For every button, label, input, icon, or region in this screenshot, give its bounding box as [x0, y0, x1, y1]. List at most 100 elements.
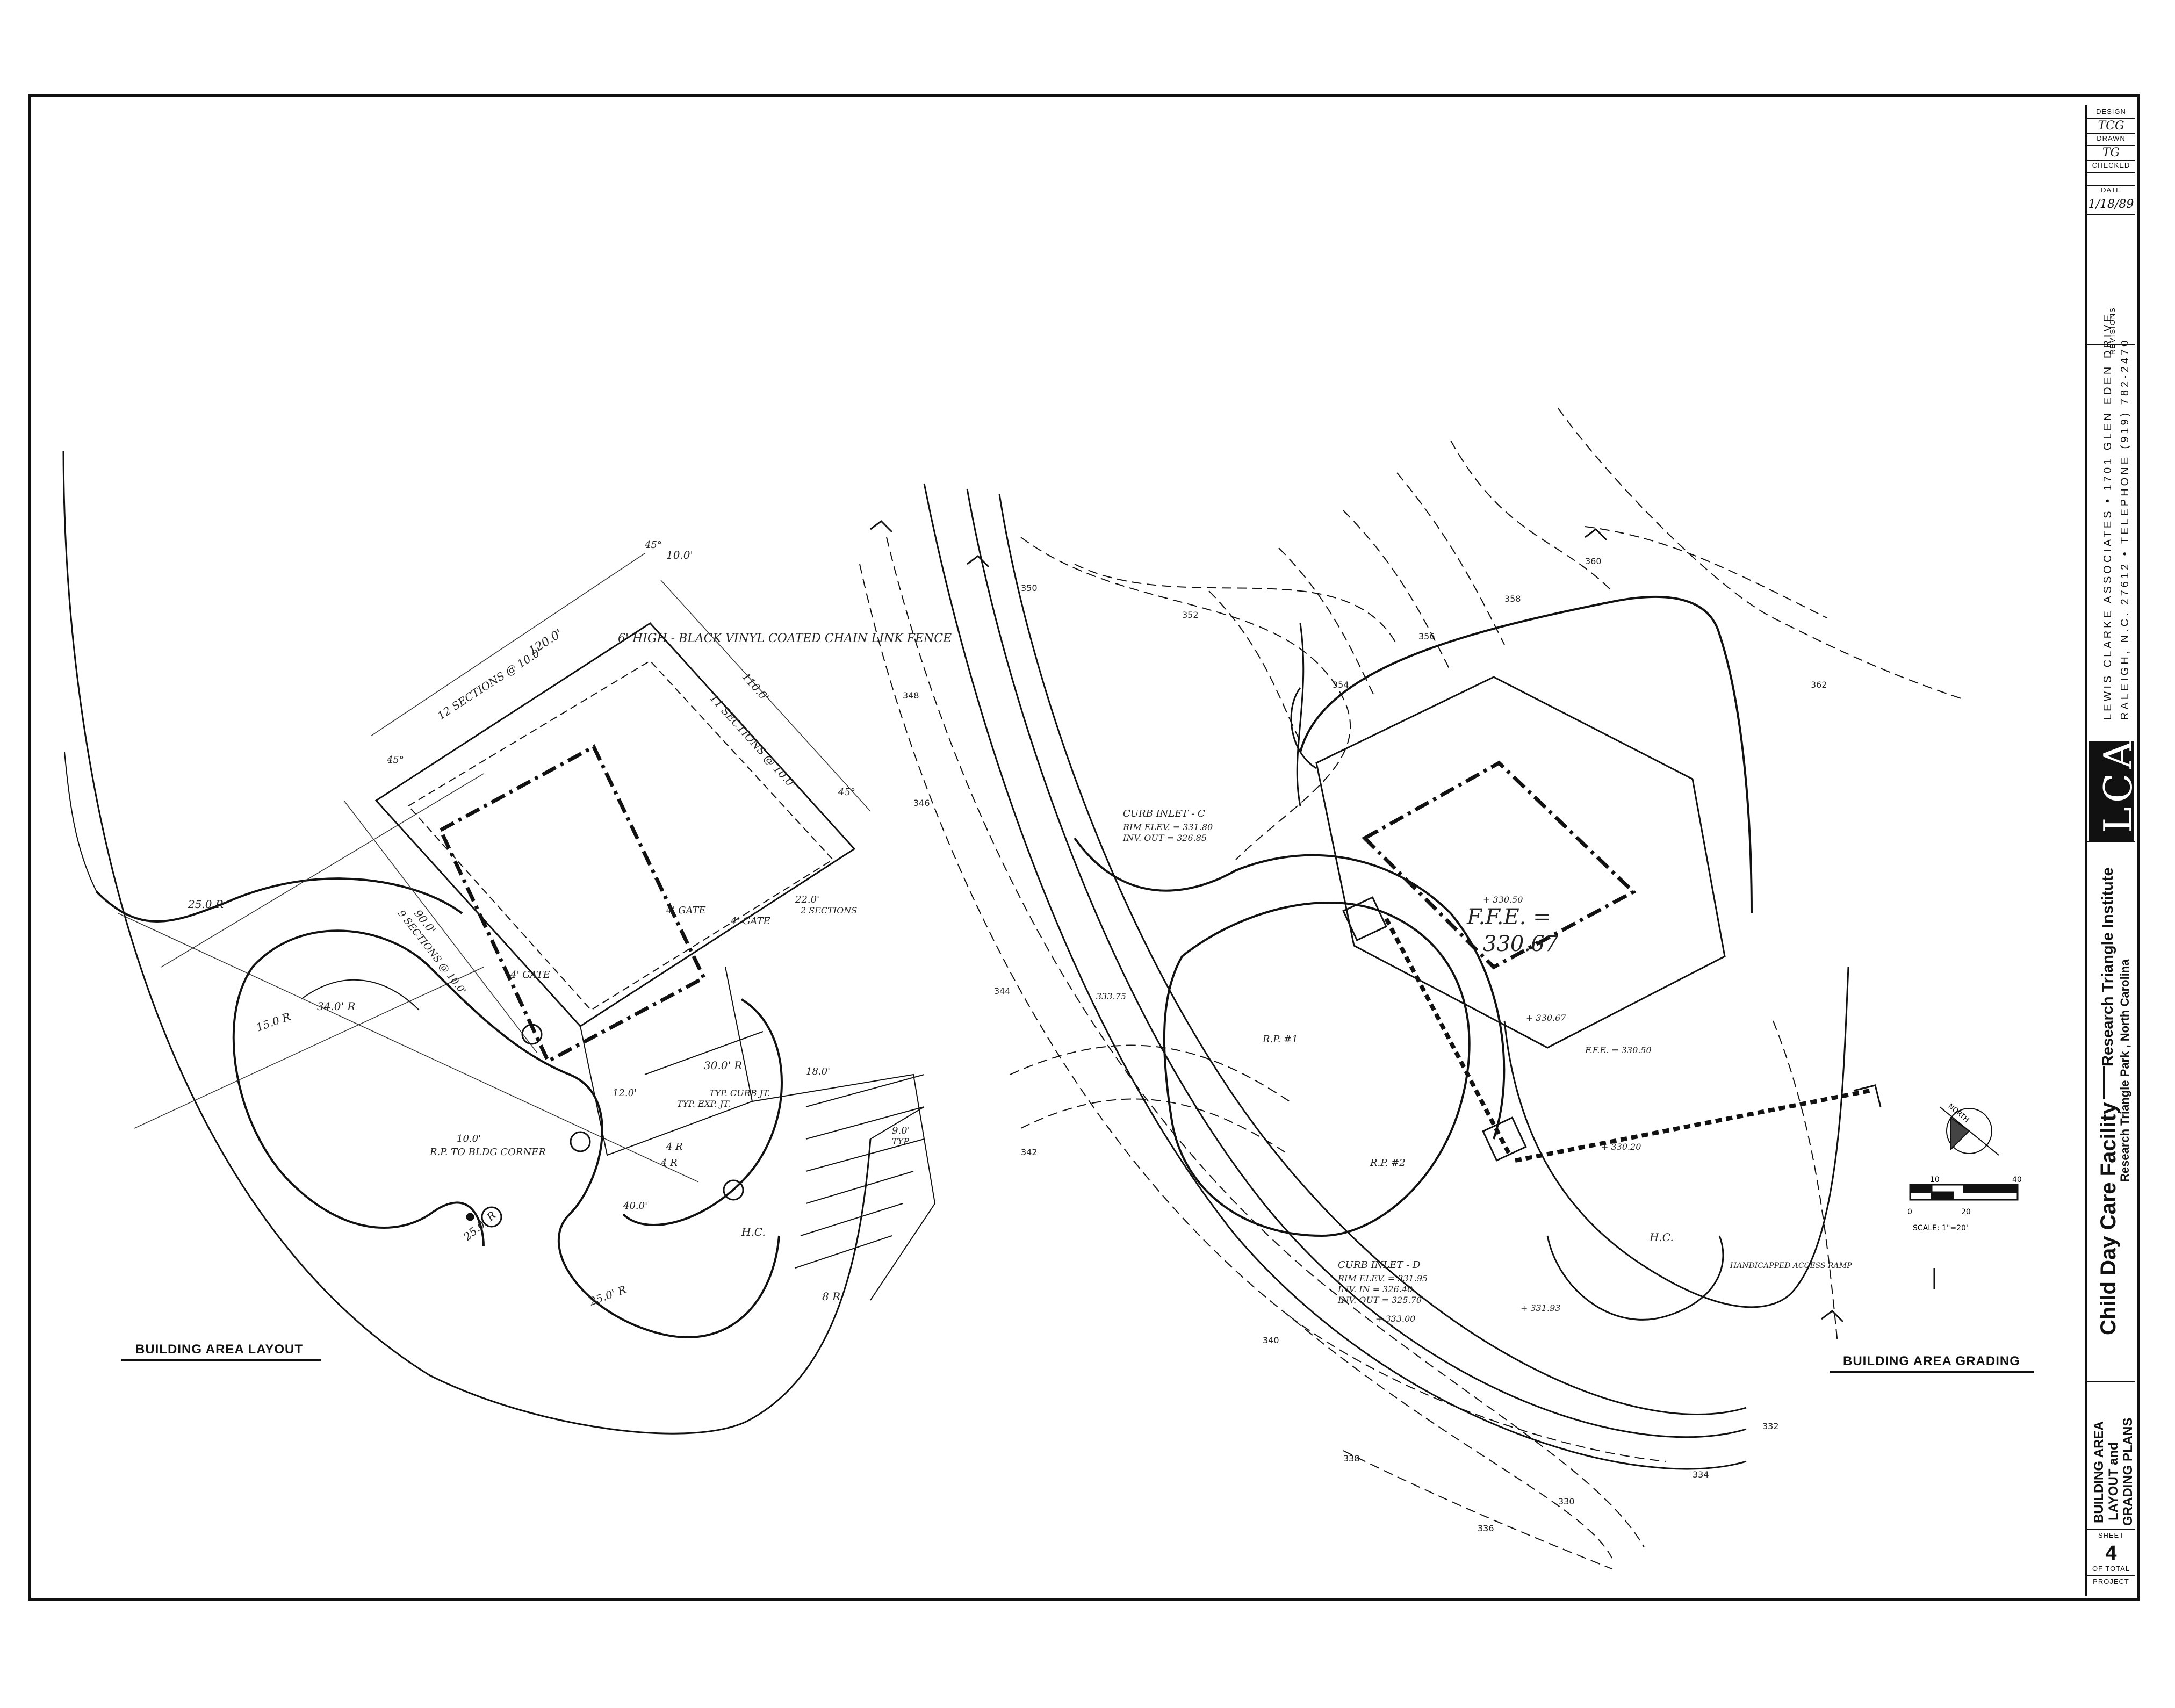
rp-2: R.P. #2 — [1370, 1157, 1406, 1169]
drawn-label: DRAWN — [2097, 134, 2126, 142]
rp-note: R.P. TO BLDG CORNER — [429, 1147, 546, 1158]
contour-label-350: 350 — [1021, 583, 1038, 593]
contour-label-334: 334 — [1693, 1469, 1709, 1480]
contour-label-344: 344 — [994, 986, 1011, 996]
contour-label-338: 338 — [1343, 1453, 1360, 1464]
north-arrow — [1939, 1106, 1999, 1156]
dim-10: 10.0' — [666, 549, 693, 561]
inlets — [1342, 896, 1882, 1162]
ramp-note: HANDICAPPED ACCESS RAMP — [1730, 1262, 1852, 1270]
spot-4: + 330.50 — [1483, 895, 1523, 905]
grading-title-underline — [1830, 1371, 2034, 1373]
sheet-border — [28, 94, 2140, 1601]
contour-label-342: 342 — [1021, 1147, 1038, 1157]
radius-8: 4 R — [666, 1141, 683, 1152]
parking-stalls-left — [795, 1074, 925, 1269]
gate-1: 4' GATE — [510, 969, 550, 981]
contour-label-340: 340 — [1263, 1335, 1279, 1345]
contour-label-362: 362 — [1811, 680, 1827, 690]
typ-curb-jt: TYP. CURB JT. — [709, 1088, 770, 1098]
contour-label-348: 348 — [903, 690, 919, 701]
inlet-d: CURB INLET - D — [1338, 1259, 1421, 1271]
dim-9: 9.0' — [892, 1125, 910, 1136]
section-markers — [870, 520, 1935, 1323]
inlet-c: CURB INLET - C — [1123, 808, 1205, 819]
contour-label-354: 354 — [1333, 680, 1349, 690]
radius-7: 8 R — [822, 1290, 840, 1303]
contour-label-336: 336 — [1478, 1523, 1494, 1533]
ffe-value: 330.67 — [1483, 932, 1559, 956]
contour-labels: 330 332 334 336 338 340 342 344 346 348 … — [903, 556, 1827, 1533]
checked-label-cell: CHECKED — [2087, 161, 2135, 173]
checked-label: CHECKED — [2092, 161, 2130, 169]
access-road-right — [923, 483, 1747, 1470]
scale-text: SCALE: 1"=20' — [1913, 1224, 1968, 1233]
layout-plan-title: BUILDING AREA LAYOUT — [135, 1342, 304, 1357]
title-block — [2085, 105, 2136, 1596]
spot-5: + 330.67 — [1526, 1013, 1566, 1023]
lca-logo: LCA — [2089, 737, 2141, 841]
sheet-title-divider — [2087, 1529, 2135, 1530]
design-label: DESIGN — [2096, 107, 2126, 116]
contour-label-352: 352 — [1182, 610, 1199, 620]
of-total-label: OF TOTAL — [2087, 1565, 2135, 1576]
logo-divider — [2087, 841, 2135, 842]
dimension-lines-left — [118, 553, 871, 1183]
contour-label-360: 360 — [1585, 556, 1602, 566]
inlet-d-inv-out: INV. OUT = 325.70 — [1337, 1295, 1422, 1305]
project-label: PROJECT — [2093, 1577, 2129, 1586]
radius-1: 25.0 R — [188, 898, 224, 911]
dim-12: 12.0' — [613, 1087, 637, 1099]
contour-label-356: 356 — [1418, 631, 1435, 642]
ffe-label: F.F.E. = — [1466, 905, 1551, 929]
date-label: DATE — [2101, 186, 2121, 194]
rp-1: R.P. #1 — [1262, 1034, 1298, 1045]
contour-label-346: 346 — [913, 798, 930, 808]
spot-3: + 330.20 — [1601, 1142, 1641, 1152]
spot-6: 333.75 — [1096, 991, 1126, 1001]
hc-right: H.C. — [1649, 1231, 1674, 1244]
scale-20: 20 — [1961, 1208, 1971, 1216]
scale-0: 0 — [1907, 1208, 1912, 1216]
contour-label-330: 330 — [1558, 1496, 1575, 1507]
radius-9: 4 R — [660, 1157, 678, 1169]
sheet-label: SHEET — [2098, 1531, 2124, 1539]
symbols-left — [466, 1024, 744, 1228]
access-road-left — [62, 451, 925, 1435]
playground-fence — [374, 622, 856, 1027]
sheet-number: 4 — [2105, 1542, 2117, 1565]
design-label-cell: DESIGN — [2087, 107, 2135, 119]
inlet-c-inv: INV. OUT = 326.85 — [1122, 833, 1207, 843]
contour-lines — [859, 408, 1962, 1569]
angle-1: 45° — [386, 754, 404, 766]
dim-typ: TYP — [892, 1136, 909, 1147]
dim-22: 22.0' — [795, 894, 819, 905]
radius-2: 34.0' R — [317, 1000, 355, 1013]
dim-18: 18.0' — [806, 1066, 830, 1077]
storm-pipe — [1384, 918, 1870, 1163]
typ-exp-jt: TYP. EXP. JT. — [677, 1099, 731, 1109]
contour-label-332: 332 — [1762, 1421, 1779, 1431]
radius-3: 15.0 R — [255, 1010, 292, 1034]
gate-2: 4' GATE — [730, 916, 770, 927]
design-value: TCG — [2087, 119, 2135, 134]
inlet-c-rim: RIM ELEV. = 331.80 — [1122, 822, 1213, 832]
grading-plan-title: BUILDING AREA GRADING — [1843, 1354, 2020, 1368]
scale-bar — [1909, 1184, 2019, 1201]
spot-2: + 333.00 — [1375, 1314, 1415, 1324]
walks-left — [580, 967, 936, 1301]
contour-label-358: 358 — [1504, 594, 1521, 604]
drawn-value: TG — [2087, 146, 2135, 161]
dim-right: 110.0' — [739, 670, 772, 704]
dim-2sections: 2 SECTIONS — [800, 905, 857, 916]
loop-drive-left — [232, 929, 780, 1338]
inlet-d-rim: RIM ELEV. = 331.95 — [1337, 1273, 1428, 1284]
layout-title-underline — [121, 1359, 321, 1361]
checked-value — [2087, 173, 2135, 186]
gate-3: 4' GATE — [666, 905, 706, 916]
building-footprint-left — [438, 744, 707, 1064]
fence-note: 6' HIGH - BLACK VINYL COATED CHAIN LINK … — [618, 632, 952, 645]
hc-left: H.C. — [741, 1226, 766, 1238]
